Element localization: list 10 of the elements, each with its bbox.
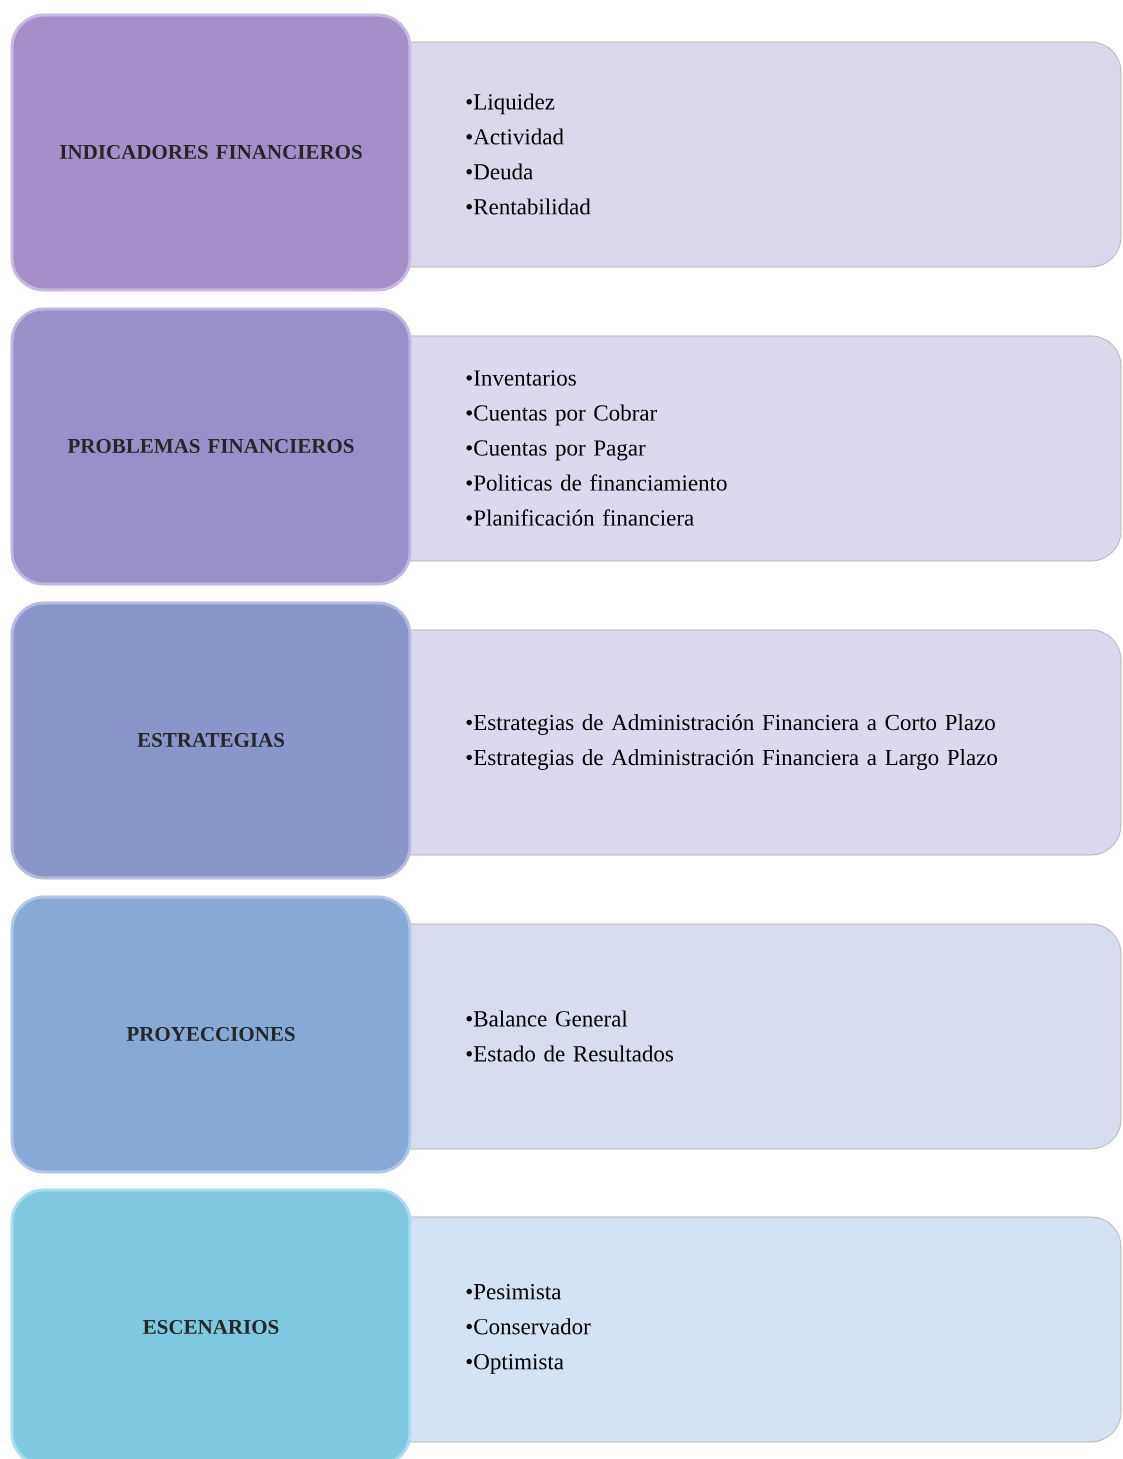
list-box: •Pesimista •Conservador •Optimista [404,1216,1122,1443]
heading-box: ESTRATEGIAS [10,601,412,880]
heading-box: PROBLEMAS FINANCIEROS [10,307,412,586]
list-box: •Inventarios •Cuentas por Cobrar •Cuentas por Pagar •Politicas de financiamiento •Planificación financiera [404,335,1122,562]
heading-box: ESCENARIOS [10,1188,412,1459]
list-box: •Balance General •Estado de Resultados [404,923,1122,1150]
list-box: •Estrategias de Administración Financiera a Corto Plazo •Estrategias de Administración Financiera a Largo Plazo [404,629,1122,856]
heading-box: INDICADORES FINANCIEROS [10,13,412,292]
list-box: •Liquidez •Actividad •Deuda •Rentabilidad [404,41,1122,268]
heading-box: PROYECCIONES [10,895,412,1174]
